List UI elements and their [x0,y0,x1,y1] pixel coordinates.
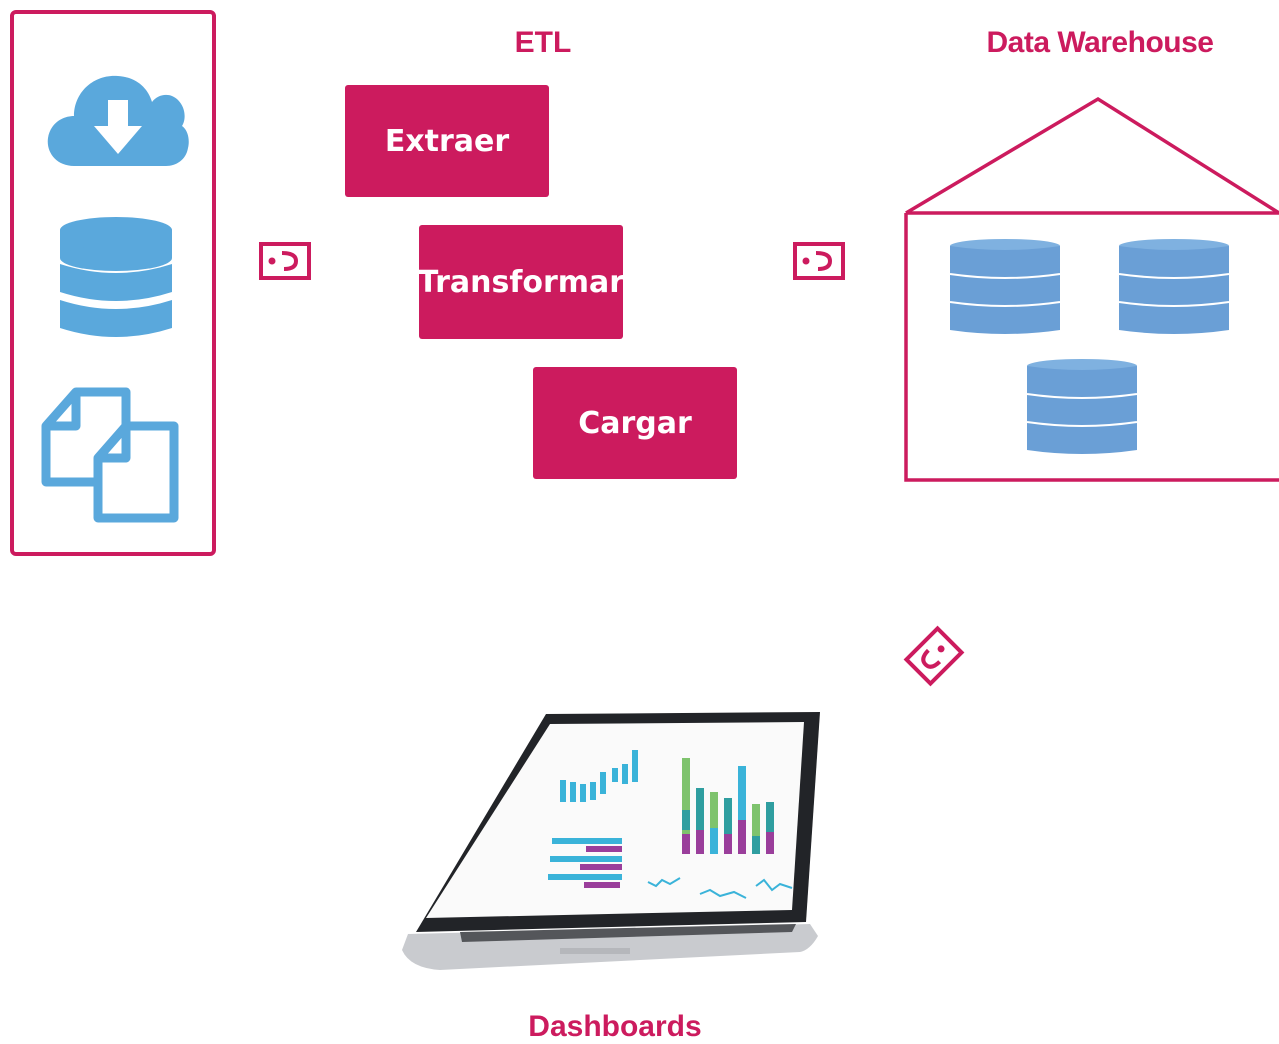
arrow-down-left-icon [903,625,965,687]
warehouse-title: Data Warehouse [986,26,1214,59]
database-icon [1026,359,1138,454]
arrow-right-icon [793,242,845,280]
sources-panel [10,10,216,556]
warehouse-house [904,96,1279,482]
cloud-download-icon [47,75,189,166]
transform-step: Transformar [418,225,624,339]
database-icon [1118,239,1230,334]
arrow-right-icon [259,242,311,280]
database-icon [949,239,1061,334]
documents-icon [41,387,179,523]
laptop-dashboard-image [402,712,820,970]
dashboards-title: Dashboards [528,1010,702,1043]
etl-title: ETL [514,26,572,59]
database-icon [60,217,172,337]
extract-step: Extraer [345,85,549,197]
load-step: Cargar [533,367,737,479]
